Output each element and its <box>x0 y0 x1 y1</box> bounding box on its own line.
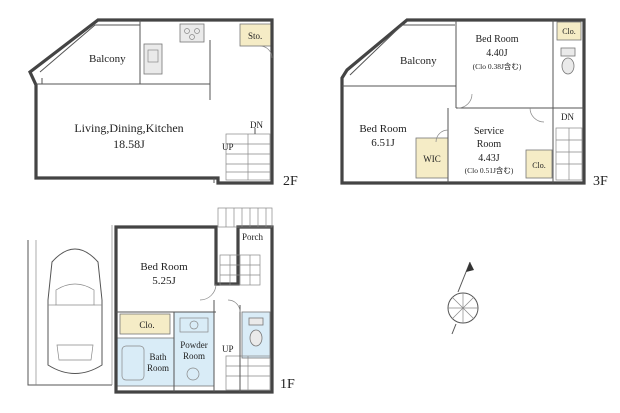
room-size-service: 4.43J <box>478 153 500 164</box>
room-size-bedroom-b: 6.51J <box>371 137 395 149</box>
stair-up-label-1f: UP <box>222 344 234 354</box>
floor-3f: Balcony Bed Room 4.40J (Clo 0.38J含む) Bed… <box>340 18 608 189</box>
room-label-powder-2: Room <box>183 351 205 361</box>
room-size-bedroom-a: 4.40J <box>486 48 508 59</box>
room-label-porch: Porch <box>242 232 263 242</box>
room-label-storage: Sto. <box>248 31 262 41</box>
room-label-bedroom-a: Bed Room <box>475 34 518 45</box>
room-label-balcony-2f: Balcony <box>89 53 126 65</box>
room-note-service: (Clo 0.51J含む) <box>465 165 514 175</box>
bathtub-icon <box>121 345 145 381</box>
toilet-icon <box>560 47 576 75</box>
stairs-icon <box>225 128 271 181</box>
powder-room-area <box>173 311 215 387</box>
floor-2f: Balcony Living,Dining,Kitchen 18.58J Sto… <box>28 18 298 189</box>
room-label-powder: Powder <box>180 340 208 350</box>
stair-up-label-2f: UP <box>222 142 234 152</box>
toilet-icon <box>248 317 264 347</box>
walk-in-closet <box>415 137 449 179</box>
sink-icon <box>147 49 159 63</box>
floor-label-1f: 1F <box>280 377 295 392</box>
room-label-balcony-3f: Balcony <box>400 55 437 67</box>
floor-1f: Bed Room 5.25J Clo. Bath Room Powder Roo… <box>27 207 295 394</box>
room-label-bedroom-1f: Bed Room <box>140 261 188 273</box>
floor-label-2f: 2F <box>283 174 298 189</box>
room-label-bedroom-b: Bed Room <box>359 123 407 135</box>
stairs-icon <box>555 127 583 181</box>
room-label-ldk: Living,Dining,Kitchen <box>74 121 183 135</box>
closet-1f <box>119 313 171 335</box>
bath-room-area <box>115 337 175 387</box>
parking-area <box>27 240 112 386</box>
compass-icon <box>447 261 479 335</box>
closet-top-3f <box>556 21 582 41</box>
stair-down-label-3f: DN <box>561 112 574 122</box>
stair-down-label-2f: DN <box>250 120 263 130</box>
room-label-bath: Bath <box>150 352 167 362</box>
room-label-clo-top: Clo. <box>562 27 576 36</box>
room-label-service-2: Room <box>477 139 502 150</box>
room-label-clo-1f: Clo. <box>139 320 154 330</box>
kitchen-counter <box>143 43 163 75</box>
car-icon <box>47 248 103 374</box>
room-size-ldk: 18.58J <box>113 137 145 151</box>
room-note-bedroom-a: (Clo 0.38J含む) <box>473 61 522 71</box>
closet-bottom-3f <box>525 149 553 179</box>
stairs-icon <box>225 355 271 391</box>
room-label-clo-bottom: Clo. <box>532 161 546 170</box>
room-label-wic: WIC <box>423 154 441 164</box>
room-label-bath-2: Room <box>147 363 169 373</box>
entry-tiles <box>219 254 261 286</box>
sink-icon <box>179 317 209 333</box>
floor-label-3f: 3F <box>593 174 608 189</box>
room-size-bedroom-1f: 5.25J <box>152 275 176 287</box>
room-label-service: Service <box>474 126 505 137</box>
